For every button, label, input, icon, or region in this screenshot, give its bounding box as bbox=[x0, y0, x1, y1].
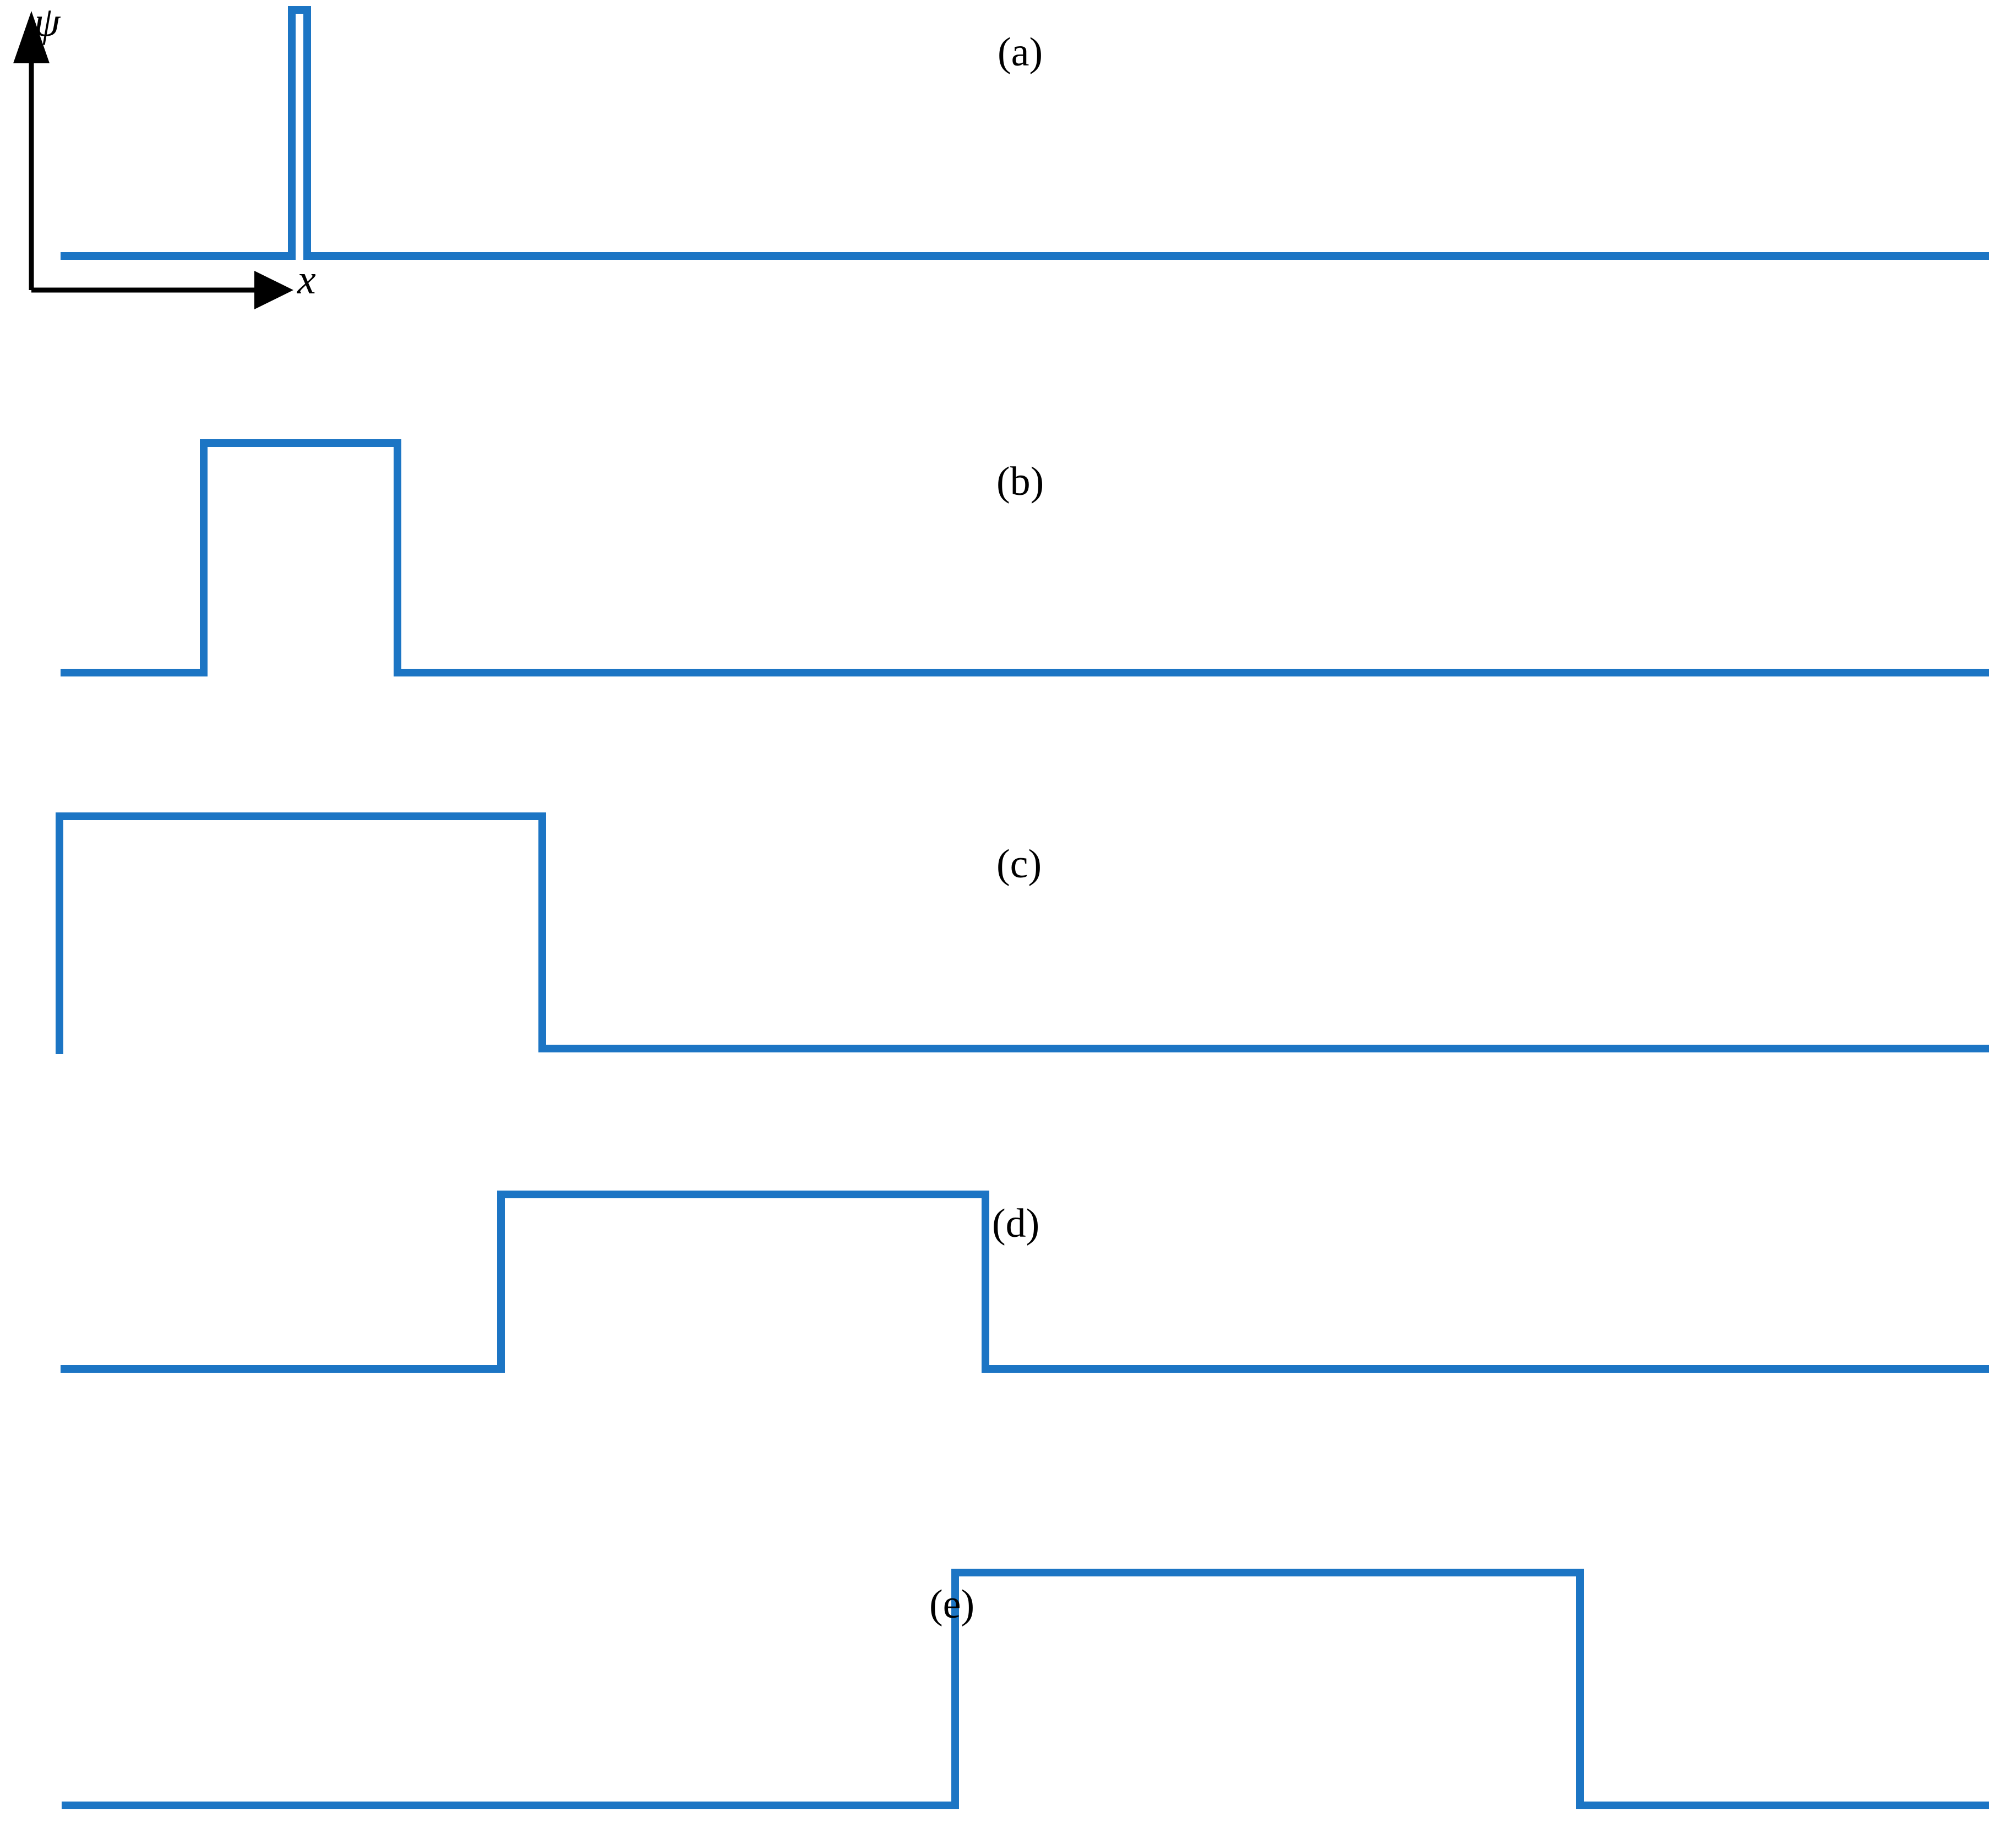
panel-label-a: (a) bbox=[998, 30, 1043, 75]
x-axis-arrowhead bbox=[254, 271, 293, 309]
trace-panel-c bbox=[56, 812, 1989, 1054]
trace-panel-d bbox=[61, 1191, 1989, 1373]
psi-axis-label: ψ bbox=[34, 0, 61, 45]
panel-label-e: (e) bbox=[929, 1582, 975, 1627]
y-axis-arrowhead bbox=[13, 11, 50, 63]
panel-label-c: (c) bbox=[996, 842, 1042, 887]
trace-panel-e bbox=[62, 1569, 1989, 1809]
panel-label-d: (d) bbox=[992, 1201, 1040, 1246]
trace-panel-a bbox=[61, 6, 1989, 260]
panel-label-b: (b) bbox=[996, 459, 1044, 504]
x-axis-label: x bbox=[297, 256, 316, 303]
trace-panel-b bbox=[61, 439, 1989, 676]
axis-group bbox=[13, 11, 293, 309]
